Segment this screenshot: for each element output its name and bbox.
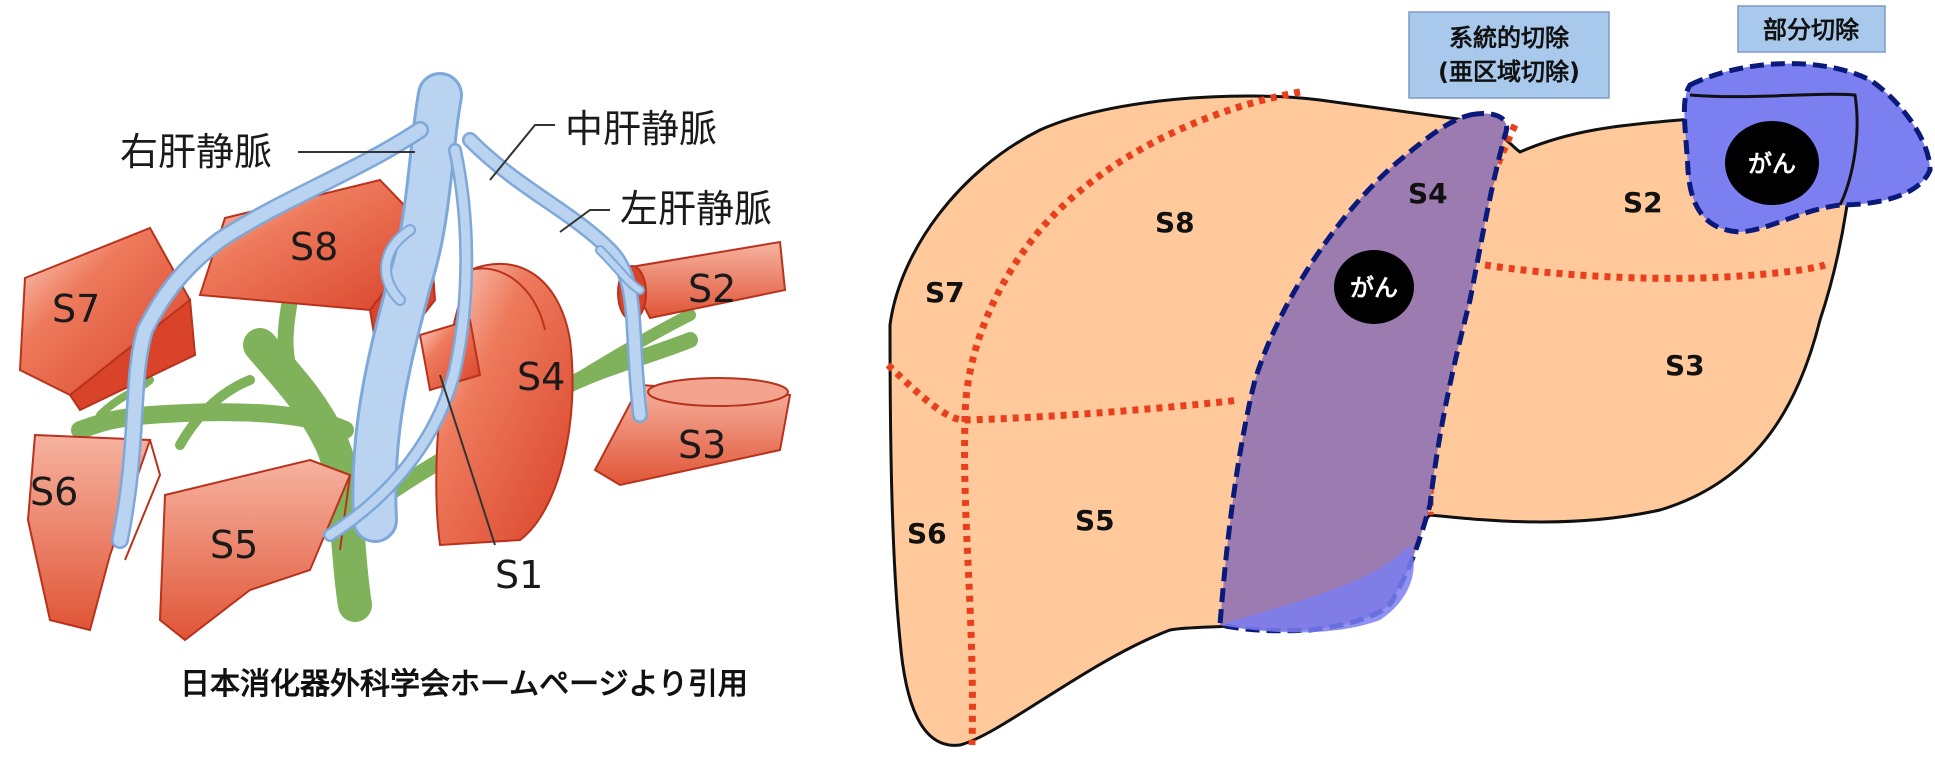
label-s4: S4 (517, 355, 565, 399)
label-s3: S3 (678, 423, 726, 467)
cancer-marker-systematic: がん (1334, 250, 1414, 324)
label-r-s4: S4 (1408, 177, 1448, 210)
label-s8: S8 (290, 225, 338, 269)
border-s7-s6 (885, 362, 1241, 424)
label-right-hepatic-vein: 右肝静脈 (120, 130, 272, 174)
cancer-label-systematic: がん (1350, 274, 1398, 302)
label-r-s6: S6 (907, 517, 947, 550)
label-middle-hepatic-vein: 中肝静脈 (565, 107, 717, 151)
label-r-s8: S8 (1155, 206, 1195, 239)
partial-liver-edge (1689, 92, 1859, 206)
cancer-label-partial: がん (1748, 150, 1796, 178)
partial-resection-box: 部分切除 (1737, 5, 1886, 53)
label-s1: S1 (495, 553, 543, 597)
label-s6: S6 (30, 470, 78, 514)
label-r-s3: S3 (1665, 349, 1705, 382)
label-r-s2: S2 (1623, 186, 1663, 219)
systematic-resection-lower (1220, 545, 1414, 633)
partial-resection-title: 部分切除 (1763, 16, 1860, 44)
label-left-hepatic-vein: 左肝静脈 (620, 187, 772, 231)
label-s7: S7 (52, 287, 100, 331)
segment-s7 (18, 226, 197, 412)
leader-left-vein (559, 209, 610, 233)
border-s2-s3 (1484, 261, 1827, 282)
segment-s6 (26, 433, 162, 632)
systematic-resection-subtitle: (亜区域切除) (1438, 58, 1580, 86)
systematic-resection-title: 系統的切除 (1449, 24, 1570, 52)
border-right-section (961, 88, 1301, 746)
label-r-s7: S7 (925, 276, 965, 309)
source-citation: 日本消化器外科学会ホームページより引用 (180, 667, 748, 702)
resection-diagram: がん がん S8 S7 S4 S2 S3 S5 S6 系統的切除 (亜区域切除)… (885, 5, 1933, 747)
leader-s1 (439, 374, 496, 546)
hepatic-veins (111, 72, 648, 549)
anatomy-diagram: S7 S8 S2 S4 S3 S6 S5 S1 右肝静脈 中肝静脈 左肝静脈 日… (18, 72, 792, 702)
label-s2: S2 (688, 267, 736, 311)
leader-middle-vein (489, 124, 555, 181)
systematic-resection-box: 系統的切除 (亜区域切除) (1408, 11, 1610, 99)
label-s5: S5 (210, 523, 258, 567)
cancer-marker-partial: がん (1725, 121, 1819, 205)
segment-s4 (435, 262, 574, 547)
leader-lines (298, 124, 610, 546)
label-r-s5: S5 (1075, 504, 1115, 537)
